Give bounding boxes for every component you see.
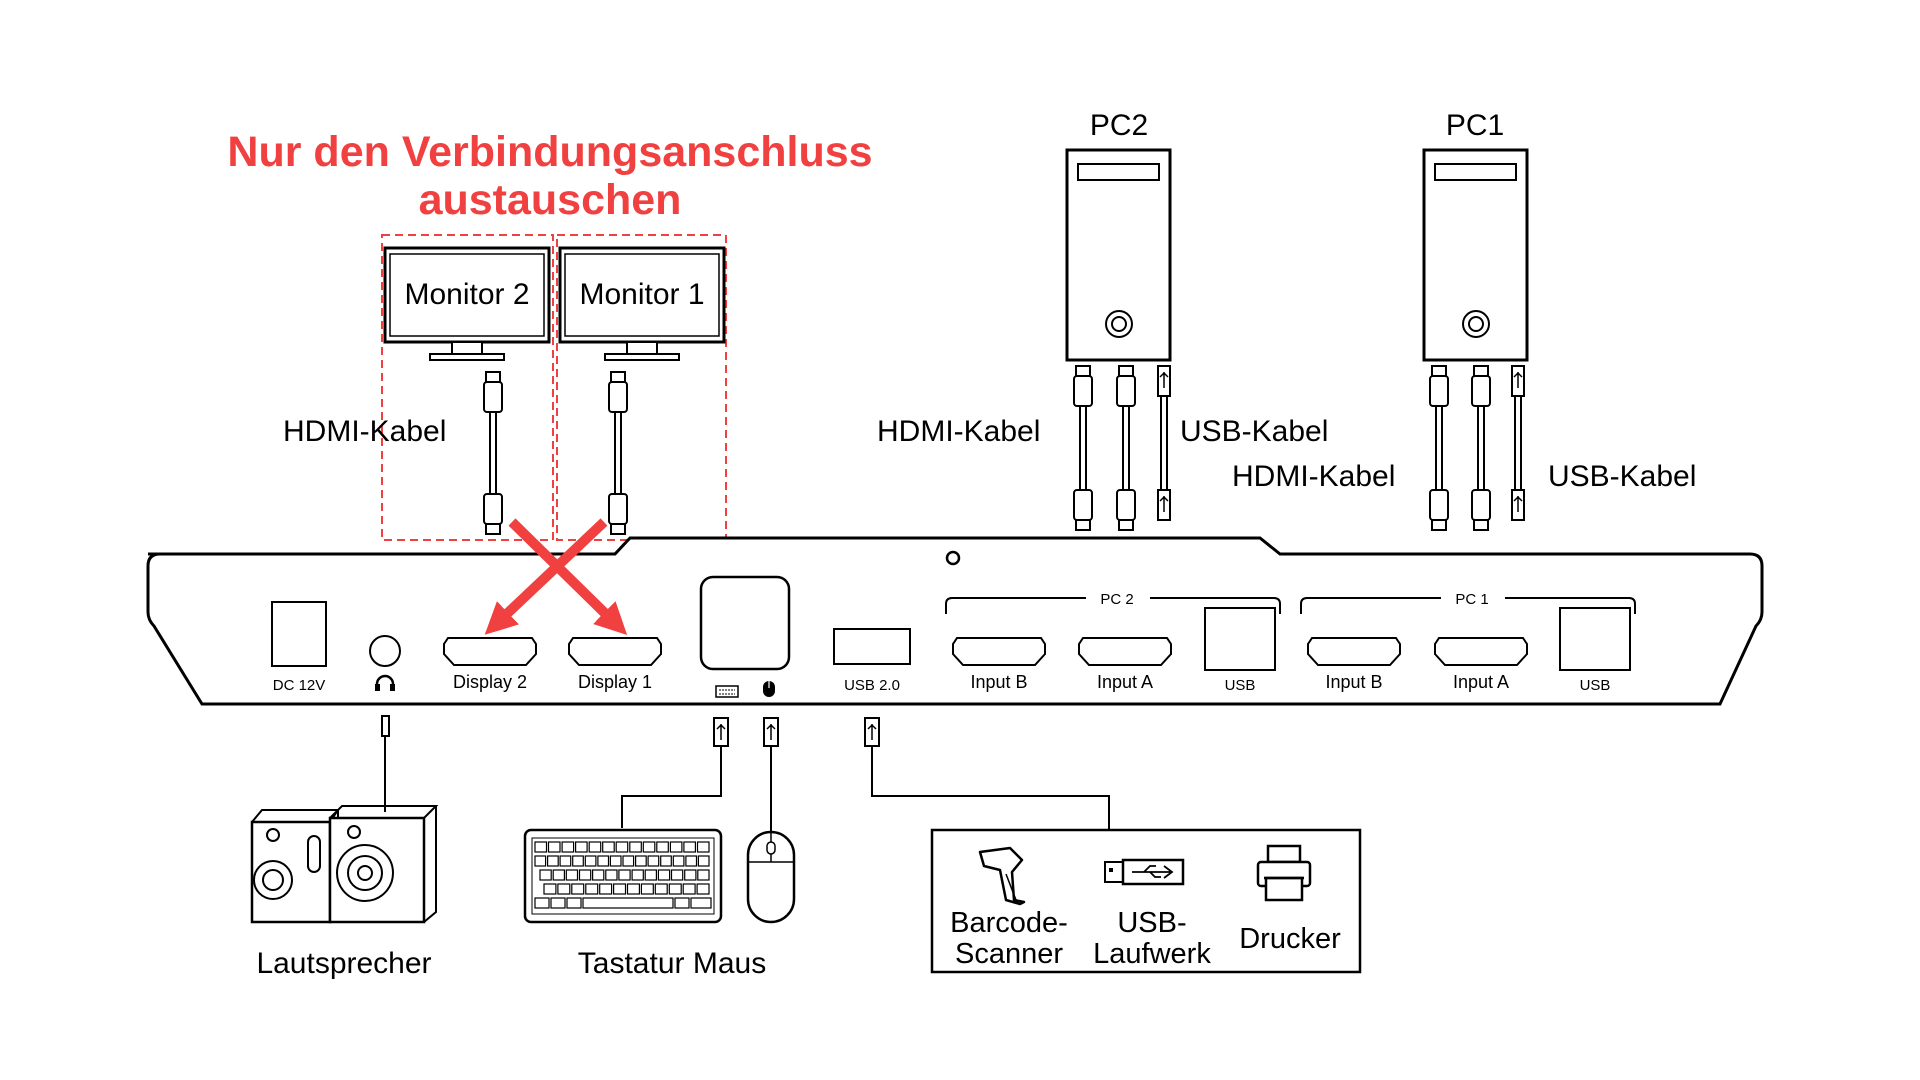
display-1-hdmi-port xyxy=(568,637,662,666)
pc-1-input-a-label: Input A xyxy=(1453,672,1509,692)
pc-2-hdmi-cable-b xyxy=(1073,365,1093,531)
dc-power-port xyxy=(271,601,327,667)
pc-2-hdmi-cable-label: HDMI-Kabel xyxy=(877,415,1040,448)
display-1-port-label: Display 1 xyxy=(578,672,652,692)
pc-1-label: PC1 xyxy=(1446,109,1504,142)
pc-2-usb-cable xyxy=(1157,365,1171,521)
monitor-1-label: Monitor 1 xyxy=(579,278,704,311)
status-led-icon xyxy=(945,550,961,566)
pc-2-input-b-port xyxy=(952,637,1046,666)
keyboard-icon xyxy=(715,685,739,698)
pc-2-input-a-port xyxy=(1078,637,1172,666)
audio-jack-port xyxy=(369,635,401,667)
monitor-hdmi-cable-label: HDMI-Kabel xyxy=(283,415,446,448)
arrow-to-display-2 xyxy=(484,518,608,635)
pc-2: PC2 xyxy=(1065,109,1172,362)
monitor-2: Monitor 2 xyxy=(381,234,554,541)
pc-2-group-label: PC 2 xyxy=(1100,591,1133,608)
monitor-2-label: Monitor 2 xyxy=(404,278,529,311)
swap-highlight-box xyxy=(556,234,727,541)
monitor-1: Monitor 1 xyxy=(556,234,727,541)
title-line-2: austauschen xyxy=(419,176,682,224)
pc-1-usb-port xyxy=(1559,607,1631,671)
pc-2-usb-port-label: USB xyxy=(1225,677,1256,694)
pc-1-input-a-port xyxy=(1434,637,1528,666)
dc-port-label: DC 12V xyxy=(273,677,326,694)
display-2-hdmi-port xyxy=(443,637,537,666)
headphone-icon xyxy=(375,674,395,691)
pc-2-input-a-label: Input A xyxy=(1097,672,1153,692)
pc-2-usb-port xyxy=(1204,607,1276,671)
mouse-icon xyxy=(763,681,775,697)
pc-1-input-b-port xyxy=(1307,637,1401,666)
keyboard-mouse-port-module xyxy=(699,575,791,671)
usb-drive-icon xyxy=(1104,858,1185,886)
barcode-scanner-icon xyxy=(978,846,1026,906)
pc-1-usb-port-label: USB xyxy=(1580,677,1611,694)
usb-20-port xyxy=(833,628,911,665)
pc-1-hdmi-cable-b xyxy=(1429,365,1449,531)
barcode-label-line-1: Barcode- xyxy=(950,907,1068,939)
swap-arrows xyxy=(484,518,628,635)
pc-1-hdmi-cable-a xyxy=(1471,365,1491,531)
pc-2-label: PC2 xyxy=(1090,109,1148,142)
monitor-2-hdmi-cable xyxy=(483,371,503,535)
usb-devices-box: Barcode- Scanner USB- Laufwerk Drucker xyxy=(930,828,1362,974)
pc-1: PC1 xyxy=(1422,109,1529,362)
printer-icon xyxy=(1256,844,1312,902)
usb-drive-label-line-2: Laufwerk xyxy=(1093,938,1211,970)
usb-hub-cable xyxy=(864,717,1110,830)
pc-2-usb-cable-label: USB-Kabel xyxy=(1180,415,1328,448)
pc-2-input-b-label: Input B xyxy=(970,672,1027,692)
pc-1-hdmi-cable-label: HDMI-Kabel xyxy=(1232,460,1395,493)
monitor-icon xyxy=(558,246,726,344)
audio-cable xyxy=(381,715,390,812)
display-2-port-label: Display 2 xyxy=(453,672,527,692)
pc-1-input-b-label: Input B xyxy=(1325,672,1382,692)
pc-2-hdmi-cable-a xyxy=(1116,365,1136,531)
speaker-label: Lautsprecher xyxy=(256,947,431,980)
mouse-usb-cable xyxy=(763,717,779,832)
keyboard-device-icon xyxy=(523,828,723,924)
monitor-1-hdmi-cable xyxy=(608,371,628,535)
usb-20-port-label: USB 2.0 xyxy=(844,677,900,694)
usb-drive-label-line-1: USB- xyxy=(1117,907,1186,939)
title-line-1: Nur den Verbindungsanschluss xyxy=(227,128,872,176)
keyboard-usb-cable xyxy=(621,717,729,828)
barcode-label-line-2: Scanner xyxy=(955,938,1063,970)
kvm-switch-back-panel: DC 12V Display 2 Display 1 USB 2.0 PC 2 xyxy=(146,536,1764,706)
speaker-icon xyxy=(250,805,439,924)
swap-instruction-title: Nur den Verbindungsanschluss austauschen xyxy=(227,128,872,224)
swap-highlight-box xyxy=(381,234,554,541)
pc-tower-icon xyxy=(1422,148,1529,362)
printer-label: Drucker xyxy=(1239,923,1341,955)
pc-1-usb-cable-label: USB-Kabel xyxy=(1548,460,1696,493)
pc-1-usb-cable xyxy=(1511,365,1525,521)
pc-1-group-label: PC 1 xyxy=(1455,591,1488,608)
mouse-device-icon xyxy=(746,830,796,924)
keyboard-mouse-label: Tastatur Maus xyxy=(578,947,766,980)
arrow-to-display-1 xyxy=(508,518,628,635)
